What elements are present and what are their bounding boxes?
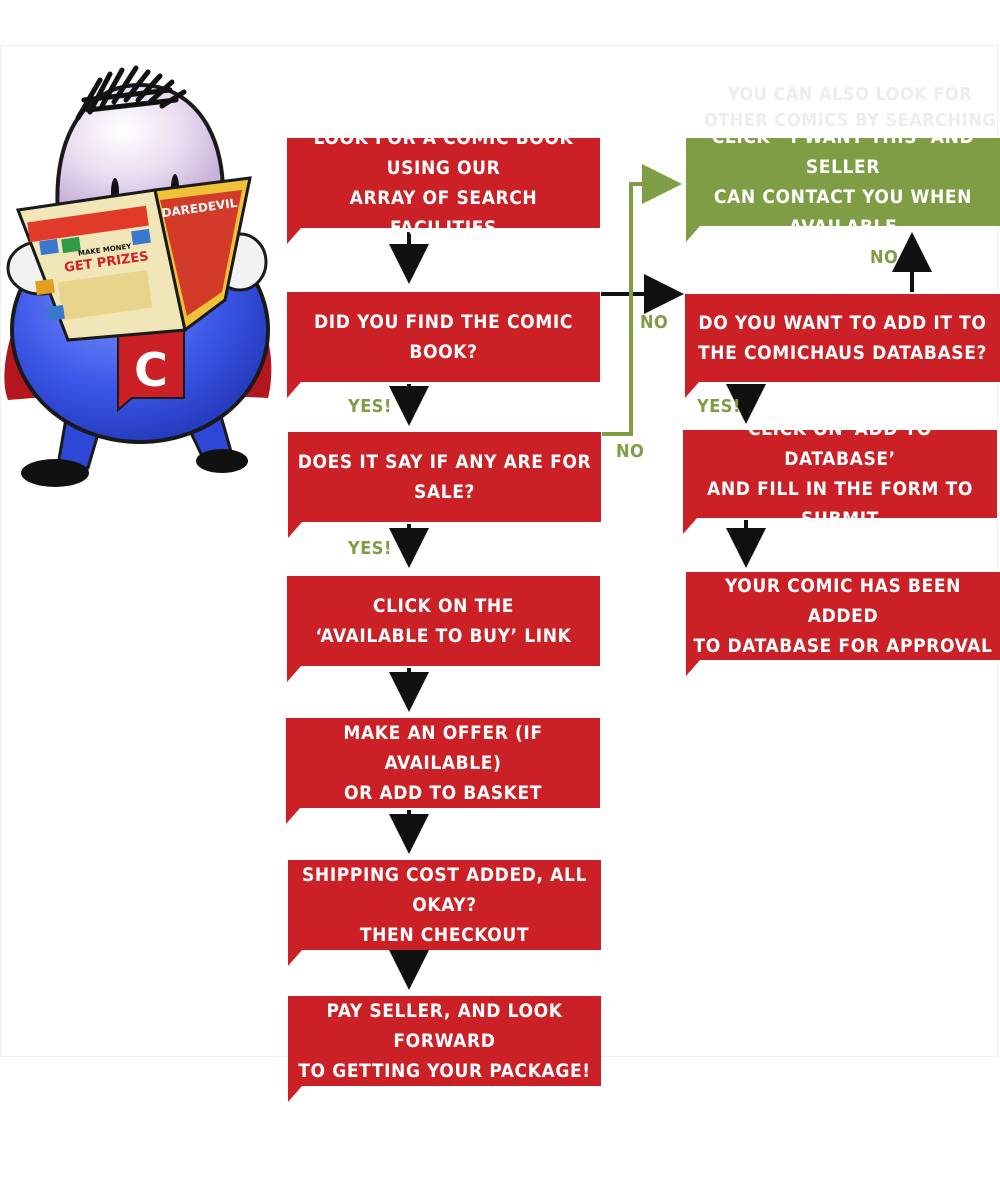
comic-book: DAREDEVIL MAKE MONEY GET PRIZES bbox=[15, 176, 252, 342]
step-search: LOOK FOR A COMIC BOOK USING OUR ARRAY OF… bbox=[287, 127, 600, 244]
step-pay: PAY SELLER, AND LOOK FORWARD TO GETTING … bbox=[288, 996, 601, 1102]
step-click-add: CLICK ON ‘ADD TO DATABASE’ AND FILL IN T… bbox=[683, 418, 997, 534]
label-yes-found: YES! bbox=[348, 396, 392, 417]
step-found: DID YOU FIND THE COMIC BOOK? bbox=[287, 292, 600, 398]
step-want: CLICK ‘ I WANT THIS’ AND SELLER CAN CONT… bbox=[686, 126, 1000, 242]
label-yes-for-sale: YES! bbox=[348, 538, 392, 559]
step-add-db: DO YOU WANT TO ADD IT TO THE COMICHAUS D… bbox=[685, 294, 1000, 398]
step-added: YOUR COMIC HAS BEEN ADDED TO DATABASE FO… bbox=[686, 572, 1000, 676]
step-buy-link: CLICK ON THE ‘AVAILABLE TO BUY’ LINK bbox=[287, 576, 600, 682]
label-yes-add-db: YES! bbox=[697, 396, 741, 417]
hair bbox=[75, 65, 187, 121]
step-shipping: SHIPPING COST ADDED, ALL OKAY? THEN CHEC… bbox=[288, 860, 601, 966]
mascot-illustration: C DAREDEVIL bbox=[4, 65, 272, 487]
shoe-left bbox=[21, 459, 89, 487]
faded-background-text: YOU CAN ALSO LOOK FOR OTHER COMICS BY SE… bbox=[703, 84, 997, 131]
label-no-add-db: NO bbox=[870, 247, 899, 268]
step-for-sale: DOES IT SAY IF ANY ARE FOR SALE? bbox=[288, 432, 601, 538]
label-no-for-sale: NO bbox=[616, 441, 645, 462]
step-offer: MAKE AN OFFER (IF AVAILABLE) OR ADD TO B… bbox=[286, 718, 600, 824]
arrow-sale-no-to-want bbox=[602, 164, 682, 436]
label-no-found: NO bbox=[640, 312, 669, 333]
shoe-right bbox=[196, 449, 248, 473]
chest-letter: C bbox=[134, 343, 168, 397]
